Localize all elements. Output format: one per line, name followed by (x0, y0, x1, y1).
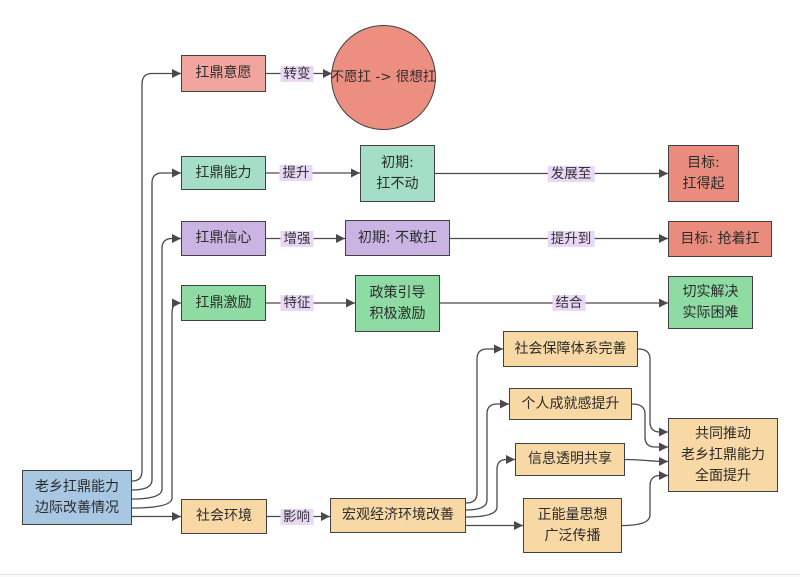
node-positive-energy: 正能量思想 广泛传播 (523, 498, 622, 553)
node-root: 老乡扛鼎能力 边际改善情况 (22, 470, 132, 525)
node-ability: 扛鼎能力 (181, 156, 266, 190)
edge-label-develop-to: 发展至 (547, 165, 595, 182)
edge-label-influence: 影响 (280, 508, 313, 525)
node-info-sharing: 信息透明共享 (515, 443, 625, 476)
node-ability-initial: 初期: 扛不动 (360, 145, 435, 202)
node-confidence-goal: 目标: 抢着扛 (668, 221, 772, 257)
node-overall-goal: 共同推动 老乡扛鼎能力 全面提升 (668, 418, 778, 492)
edge-label-raise-to: 提升到 (547, 230, 595, 247)
node-willingness: 扛鼎意愿 (181, 55, 266, 92)
node-incentive: 扛鼎激励 (181, 285, 266, 321)
node-confidence-initial: 初期: 不敢扛 (345, 220, 450, 256)
node-social-security: 社会保障体系完善 (503, 331, 638, 367)
edge-label-combine: 结合 (552, 294, 586, 312)
node-macro-economy: 宏观经济环境改善 (330, 498, 466, 533)
edge-label-change: 转变 (280, 65, 314, 82)
bottom-separator (0, 574, 800, 577)
edge-label-improve: 提升 (279, 164, 313, 182)
node-confidence: 扛鼎信心 (181, 221, 266, 256)
node-ability-goal: 目标: 扛得起 (668, 145, 739, 202)
node-social-env: 社会环境 (181, 499, 267, 534)
edge-label-strengthen: 增强 (280, 230, 314, 247)
node-incentive-result: 切实解决 实际困难 (668, 276, 753, 329)
node-willingness-change: 不愿扛 -> 很想扛 (331, 25, 436, 130)
edge-label-feature: 特征 (280, 294, 314, 312)
node-achievement: 个人成就感提升 (509, 388, 632, 420)
node-incentive-feature: 政策引导 积极激励 (355, 275, 440, 332)
